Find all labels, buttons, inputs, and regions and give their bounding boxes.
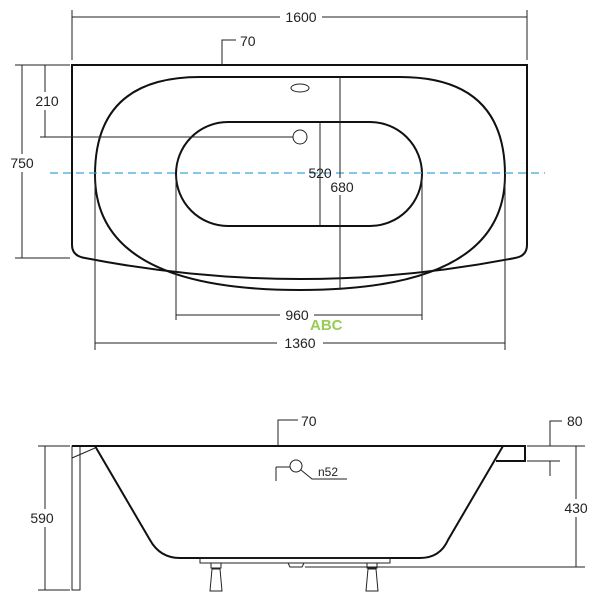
- dim-430: 430: [305, 445, 594, 568]
- dim-70-top: 70: [221, 33, 256, 65]
- outer-basin: [93, 76, 507, 292]
- dim-680: 680: [325, 77, 359, 290]
- dim-label: n52: [318, 465, 338, 479]
- top-view: 1600 70 750 210 520 680: [5, 8, 545, 352]
- tub-outline-top: [71, 64, 528, 280]
- dim-210: 210: [30, 65, 293, 138]
- dim-label: 210: [35, 93, 59, 109]
- dim-label: 430: [564, 500, 588, 516]
- foot-right: [365, 562, 379, 592]
- dim-520: 520: [308, 122, 332, 226]
- dim-label: 960: [285, 307, 309, 323]
- side-panel: [71, 445, 81, 591]
- dim-label: 80: [567, 413, 583, 429]
- dim-960: 960: [175, 175, 423, 324]
- overflow-hole: [290, 83, 310, 93]
- dim-750: 750: [5, 64, 70, 259]
- rim-lip: [496, 445, 526, 462]
- dim-label: 1600: [285, 9, 316, 25]
- dim-label: 70: [240, 33, 256, 49]
- dim-label: 750: [10, 155, 34, 171]
- dim-70-side: 70: [277, 413, 317, 446]
- side-view: 70 n52 80 430 590: [26, 413, 594, 592]
- dim-n52: n52: [275, 459, 347, 481]
- foot-left: [209, 562, 223, 592]
- dim-1360: 1360: [94, 175, 506, 352]
- drain-outlet: [287, 562, 305, 568]
- tub-body: [94, 445, 504, 559]
- dim-label: 520: [308, 165, 332, 181]
- overflow-hole-side: [289, 459, 303, 473]
- dim-label: 680: [330, 179, 354, 195]
- dim-label: 70: [301, 413, 317, 429]
- watermark-logo: ABC: [310, 317, 343, 334]
- drain-hole: [292, 129, 308, 145]
- dim-590: 590: [26, 445, 70, 591]
- dim-1600: 1600: [71, 8, 528, 60]
- support-frame: [199, 557, 391, 564]
- dim-label: 590: [30, 510, 54, 526]
- inner-basin: [175, 121, 423, 227]
- dim-80: 80: [527, 413, 583, 476]
- dim-label: 1360: [284, 335, 315, 351]
